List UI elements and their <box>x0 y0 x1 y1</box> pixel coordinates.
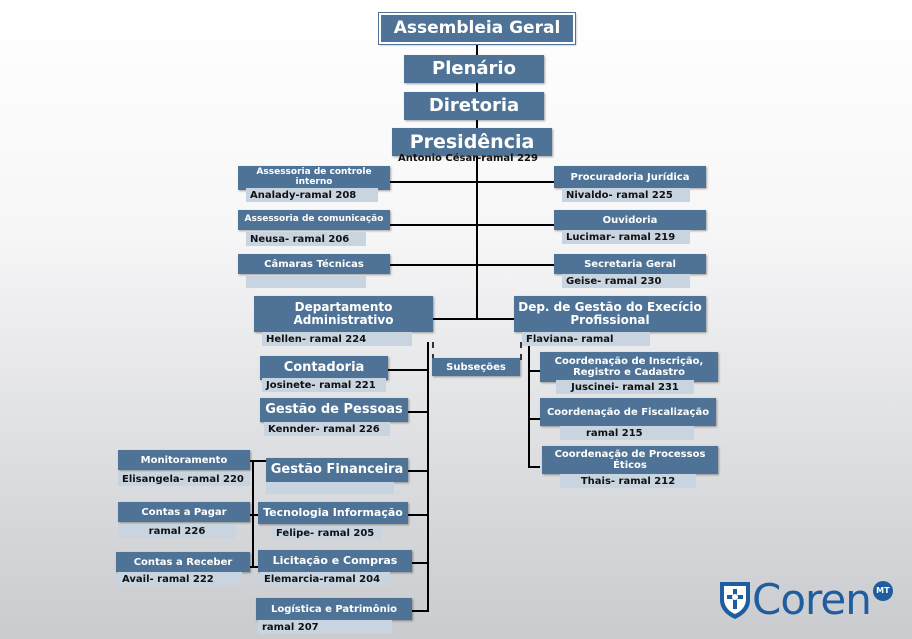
assessoria-controle-contact: Analady-ramal 208 <box>246 188 378 202</box>
monitoramento-box: Monitoramento <box>118 450 250 470</box>
departamento-administrativo-box: Departamento Administrativo <box>254 296 433 332</box>
departamento-administrativo-contact: Hellen- ramal 224 <box>262 332 412 346</box>
ouvidoria-box: Ouvidoria <box>554 210 706 230</box>
gestao-pessoas-contact: Kennder- ramal 226 <box>264 422 390 436</box>
coord-processos-eticos-box: Coordenação de Processos Éticos <box>542 446 718 474</box>
tecnologia-informacao-contact: Felipe- ramal 205 <box>272 526 382 540</box>
contadoria-contact: Josinete- ramal 221 <box>262 378 386 392</box>
coren-logo: Coren MT <box>718 575 893 624</box>
dep-gestao-box: Dep. de Gestão do Execício Profissional <box>514 296 706 332</box>
contas-pagar-box: Contas a Pagar <box>118 502 250 522</box>
connector-line <box>408 470 428 472</box>
contas-receber-contact: Avail- ramal 222 <box>118 572 242 586</box>
coord-inscricao-contact: Juscinei- ramal 231 <box>556 380 694 394</box>
coren-logo-badge: MT <box>872 580 893 601</box>
ouvidoria-contact: Lucimar- ramal 219 <box>562 230 690 244</box>
connector-line <box>390 181 554 183</box>
connector-line <box>528 346 530 468</box>
connector-line <box>408 411 428 413</box>
dashed-connector <box>520 342 522 360</box>
assembleia-geral-box: Assembleia Geral <box>378 12 576 45</box>
connector-line <box>250 460 266 462</box>
dashed-connector <box>432 342 434 360</box>
logistica-patrimonio-contact: ramal 207 <box>258 620 392 634</box>
connector-line <box>528 370 540 372</box>
contas-receber-box: Contas a Receber <box>116 552 250 572</box>
connector-line <box>408 514 428 516</box>
connector-line <box>412 562 428 564</box>
presidencia-contact: Antonio César-ramal 229 <box>398 153 538 164</box>
tecnologia-informacao-box: Tecnologia Informação <box>258 502 408 524</box>
coord-fiscalizacao-contact: ramal 215 <box>560 426 694 440</box>
assessoria-controle-box: Assessoria de controle interno <box>238 166 390 190</box>
presidencia-box: Presidência <box>392 128 552 156</box>
procuradoria-box: Procuradoria Jurídica <box>554 166 706 188</box>
connector-line <box>250 514 258 516</box>
connector-line <box>528 466 540 468</box>
shield-cross-icon <box>720 581 750 619</box>
secretaria-geral-box: Secretaria Geral <box>554 254 706 274</box>
connector-line <box>528 418 540 420</box>
contas-pagar-contact: ramal 226 <box>118 524 236 538</box>
connector-line <box>390 264 554 266</box>
coren-logo-text: Coren <box>752 575 872 624</box>
gestao-financeira-contact <box>266 482 394 494</box>
connector-line <box>427 342 429 612</box>
monitoramento-contact: Elisangela- ramal 220 <box>118 472 250 486</box>
diretoria-box: Diretoria <box>404 92 544 120</box>
connector-line <box>476 40 478 320</box>
subsecoes-box: Subseções <box>432 358 520 376</box>
camaras-tecnicas-contact <box>246 276 366 288</box>
procuradoria-contact: Nivaldo- ramal 225 <box>562 188 690 202</box>
coord-processos-eticos-contact: Thais- ramal 212 <box>560 474 696 488</box>
camaras-tecnicas-box: Câmaras Técnicas <box>238 254 390 274</box>
assessoria-comunicacao-box: Assessoria de comunicação <box>238 210 390 230</box>
dep-gestao-contact: Flaviana- ramal <box>522 332 650 346</box>
connector-line <box>390 224 554 226</box>
connector-line <box>412 610 428 612</box>
licitacao-compras-box: Licitação e Compras <box>258 550 412 572</box>
plenario-box: Plenário <box>404 55 544 83</box>
connector-line <box>433 318 515 320</box>
gestao-pessoas-box: Gestão de Pessoas <box>260 398 408 422</box>
gestao-financeira-box: Gestão Financeira <box>266 458 408 482</box>
licitacao-compras-contact: Elemarcia-ramal 204 <box>260 572 390 586</box>
secretaria-geral-contact: Geise- ramal 230 <box>562 274 690 288</box>
coord-inscricao-box: Coordenação de Inscrição, Registro e Cad… <box>540 352 718 382</box>
assessoria-comunicacao-contact: Neusa- ramal 206 <box>246 232 366 246</box>
contadoria-box: Contadoria <box>260 356 388 380</box>
logistica-patrimonio-box: Logística e Patrimônio <box>256 598 412 620</box>
connector-line <box>250 566 258 568</box>
connector-line <box>388 369 428 371</box>
coord-fiscalizacao-box: Coordenação de Fiscalização <box>540 398 716 426</box>
